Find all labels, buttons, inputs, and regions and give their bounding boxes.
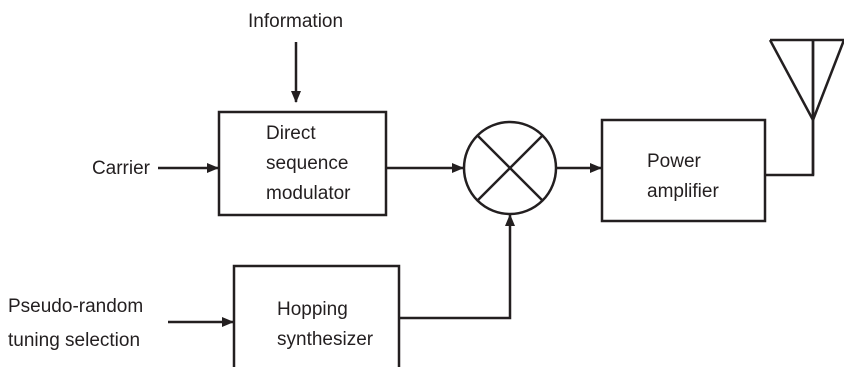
antenna-icon bbox=[768, 38, 844, 175]
amplifier-block bbox=[600, 118, 767, 223]
tuning-label-line1: Pseudo-random bbox=[8, 296, 144, 317]
modulator-label-line3: modulator bbox=[266, 183, 351, 204]
modulator-label-line1: Direct bbox=[266, 123, 316, 144]
modulator-label-line2: sequence bbox=[266, 153, 349, 174]
synthesizer-label-line2: synthesizer bbox=[277, 329, 374, 350]
carrier-label: Carrier bbox=[91, 158, 150, 179]
amplifier-label-line2: amplifier bbox=[647, 181, 719, 202]
mixer-icon bbox=[462, 120, 558, 216]
information-label: Information bbox=[248, 11, 344, 32]
modulator-block bbox=[217, 110, 388, 217]
tuning-label-line2: tuning selection bbox=[8, 330, 141, 351]
amplifier-label-line1: Power bbox=[647, 151, 701, 172]
synthesizer-block bbox=[232, 264, 401, 367]
synthesizer-label-line1: Hopping bbox=[277, 299, 348, 320]
synthesizer-to-mixer-arrow bbox=[399, 214, 515, 320]
